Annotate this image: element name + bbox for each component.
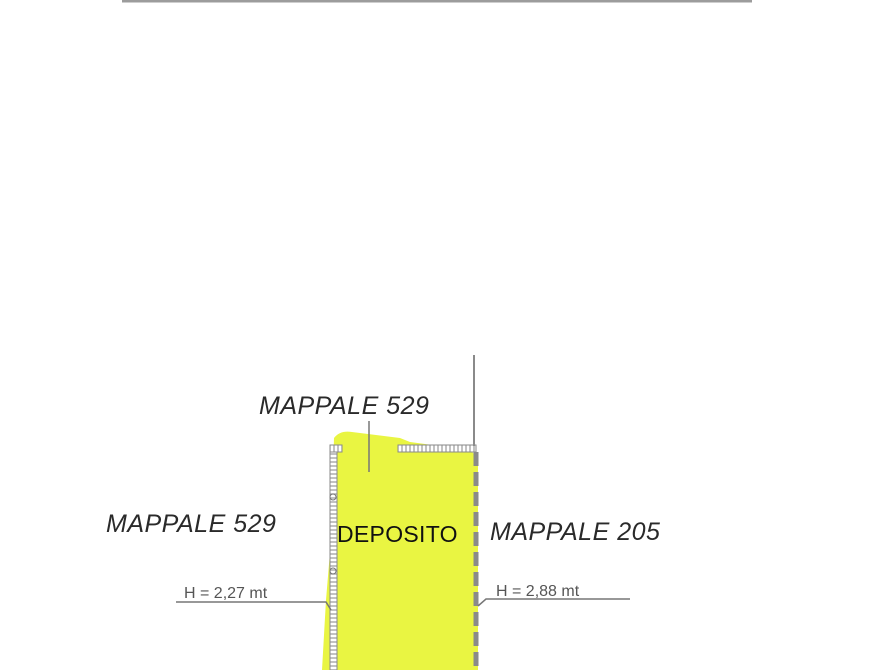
label-height-right: H = 2,88 mt: [496, 583, 580, 600]
wall-marker: [329, 567, 337, 575]
wall-marker: [329, 493, 337, 501]
wall-left: [329, 445, 338, 670]
label-height-left: H = 2,27 mt: [184, 585, 268, 602]
label-room-deposito: DEPOSITO: [337, 521, 458, 547]
label-mappale-top: MAPPALE 529: [259, 392, 429, 420]
room-deposito-area: [322, 431, 478, 670]
wall-top-right: [397, 444, 477, 453]
height-line-right: [477, 598, 630, 607]
label-mappale-right: MAPPALE 205: [490, 518, 660, 546]
wall-top-left: [329, 444, 343, 453]
label-mappale-left: MAPPALE 529: [106, 510, 276, 538]
height-line-left: [176, 601, 332, 611]
